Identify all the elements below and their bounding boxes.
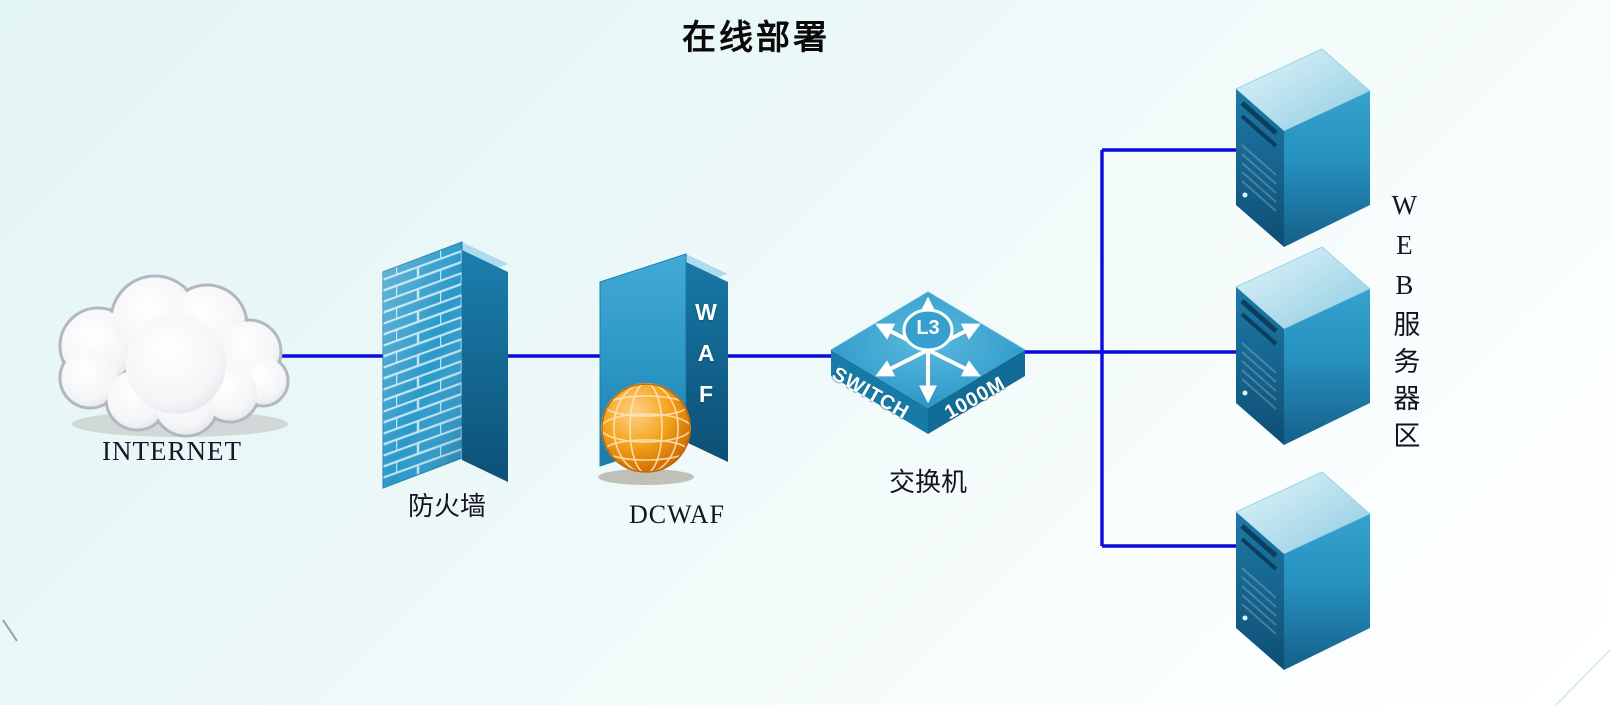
internet-label: INTERNET: [102, 436, 242, 466]
cloud-icon: [58, 274, 290, 438]
firewall-label: 防火墙: [407, 492, 486, 521]
connection-lines: [250, 148, 1245, 548]
corner-fold: [1555, 649, 1610, 705]
server-icon-3: [1236, 472, 1370, 670]
waf-label: DCWAF: [628, 500, 725, 529]
waf-appliance-icon: [598, 253, 728, 485]
l3-badge-text: L3: [916, 317, 940, 339]
server-icon-1: [1236, 49, 1370, 247]
l3-switch-icon: [830, 291, 1026, 434]
l3-badge-circle: [902, 308, 954, 352]
globe-icon: [598, 383, 694, 485]
corner-mark: [2, 619, 18, 642]
waf-device-text: WAF: [693, 299, 719, 422]
server-icon-2: [1236, 247, 1370, 445]
server-group-label: WEB服务器区: [1389, 190, 1420, 458]
switch-label: 交换机: [888, 468, 967, 497]
diagram-title: 在线部署: [682, 19, 830, 57]
firewall-icon: [382, 241, 508, 489]
